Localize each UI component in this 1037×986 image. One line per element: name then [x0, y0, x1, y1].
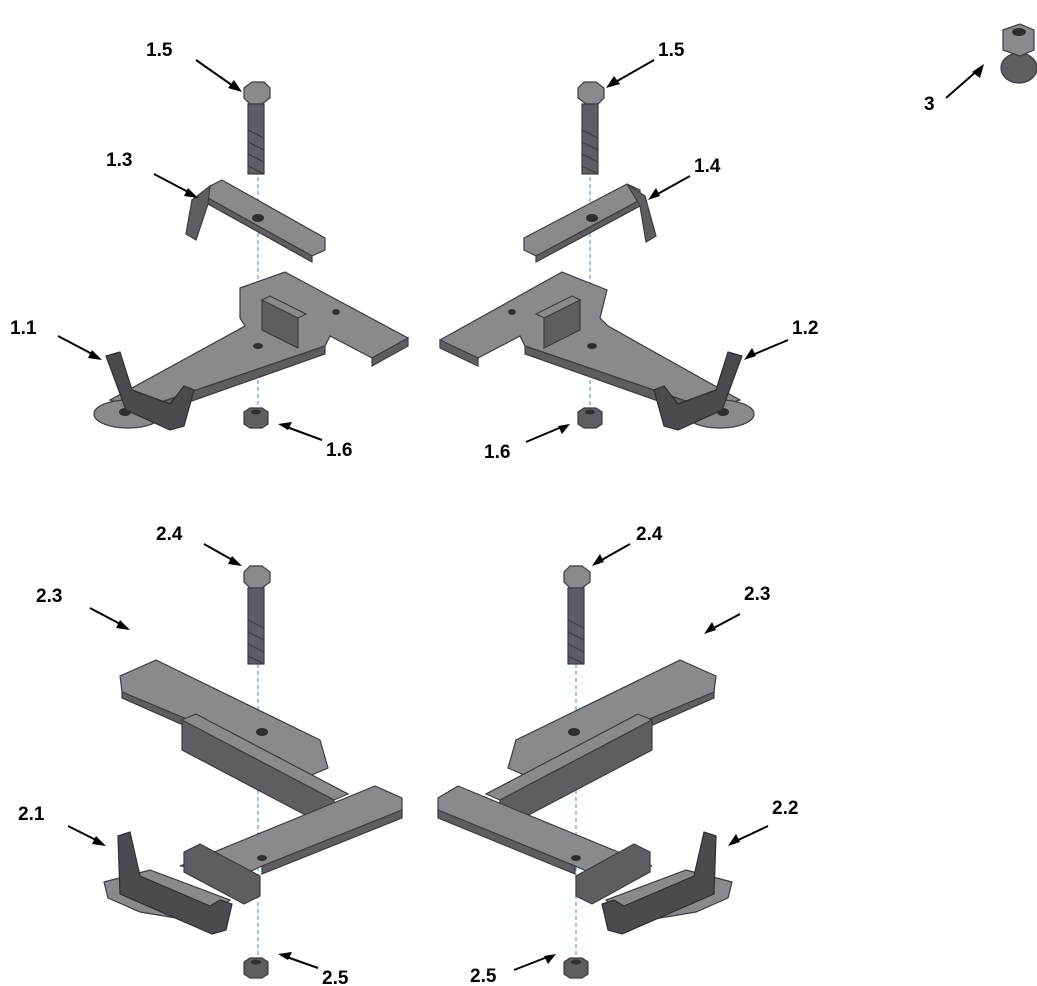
- leader-arrow-1-1: [57, 335, 97, 357]
- leader-arrow-1-6-right: [525, 425, 565, 443]
- part-1-4-clamp-plate: [523, 183, 657, 264]
- callout-2-3-right: 2.3: [744, 584, 770, 605]
- callout-1-3: 1.3: [106, 150, 132, 171]
- part-2-1-base-bracket: [103, 713, 403, 935]
- callout-1-5-left: 1.5: [146, 40, 173, 61]
- leader-arrow-2-2: [733, 825, 769, 843]
- leader-arrow-3: [945, 69, 979, 99]
- callout-1-1: 1.1: [10, 318, 37, 339]
- leader-arrow-1-5-right: [611, 59, 655, 85]
- callout-1-5-right: 1.5: [658, 40, 685, 61]
- callout-1-6-left: 1.6: [326, 440, 352, 461]
- callout-2-4-left: 2.4: [156, 524, 183, 545]
- part-2-4-bolt-right: [563, 565, 591, 665]
- part-2-4-bolt-left: [243, 565, 271, 665]
- part-1-3-clamp-plate: [185, 179, 326, 264]
- callout-2-4-right: 2.4: [636, 524, 663, 545]
- callout-2-1: 2.1: [18, 804, 45, 825]
- part-2-5-nut-left: [243, 957, 269, 979]
- callout-labels: 1.5 1.5 3 1.3 1.4 1.1 1.2 1.6 1.6 2.4 2.…: [10, 40, 935, 986]
- leader-arrow-1-4: [653, 175, 691, 197]
- part-1-5-bolt-left: [243, 81, 271, 175]
- callout-1-6-right: 1.6: [484, 442, 510, 463]
- leader-arrow-2-3-left: [89, 607, 125, 627]
- leader-arrow-2-5-right: [513, 955, 551, 971]
- leader-arrow-2-3-right: [709, 613, 741, 631]
- callout-arrows: [57, 59, 984, 971]
- callout-2-5-right: 2.5: [470, 966, 497, 986]
- callout-2-2: 2.2: [772, 798, 798, 819]
- part-3-flange-nut: [1000, 23, 1037, 84]
- part-1-5-bolt-right: [577, 81, 605, 175]
- part-1-1-base-bracket: [93, 271, 410, 431]
- part-1-6-nut-right: [577, 407, 603, 429]
- part-1-6-nut-left: [243, 407, 269, 429]
- callout-2-3-left: 2.3: [36, 586, 62, 607]
- leader-arrow-1-6-left: [283, 425, 323, 441]
- callout-1-4: 1.4: [694, 156, 721, 177]
- leader-arrow-1-2: [749, 339, 789, 357]
- leader-arrow-1-5-left: [195, 59, 237, 89]
- part-1-2-base-bracket: [438, 271, 755, 431]
- callout-3: 3: [924, 94, 935, 115]
- callout-2-5-left: 2.5: [322, 968, 349, 986]
- part-2-2-base-bracket: [437, 713, 733, 935]
- part-2-5-nut-right: [563, 957, 589, 979]
- leader-arrow-2-5-left: [283, 955, 319, 969]
- leader-arrow-1-3: [153, 173, 193, 195]
- leader-arrow-2-4-right: [597, 543, 631, 563]
- callout-1-2: 1.2: [792, 318, 818, 339]
